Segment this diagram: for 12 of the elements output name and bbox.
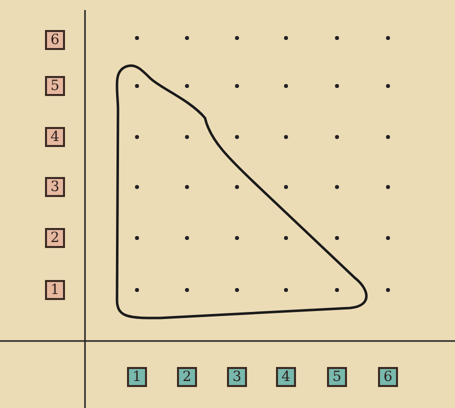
number-tile: 1	[45, 280, 65, 300]
number-tile: 3	[45, 177, 65, 197]
number-tile: 5	[327, 367, 347, 387]
number-tile: 1	[127, 367, 147, 387]
number-tile: 5	[45, 76, 65, 96]
number-tile: 4	[276, 367, 296, 387]
number-tile: 2	[177, 367, 197, 387]
number-tile: 6	[378, 367, 398, 387]
number-tile: 2	[45, 228, 65, 248]
number-tile: 3	[227, 367, 247, 387]
number-tile: 4	[45, 127, 65, 147]
number-tile: 6	[45, 30, 65, 50]
